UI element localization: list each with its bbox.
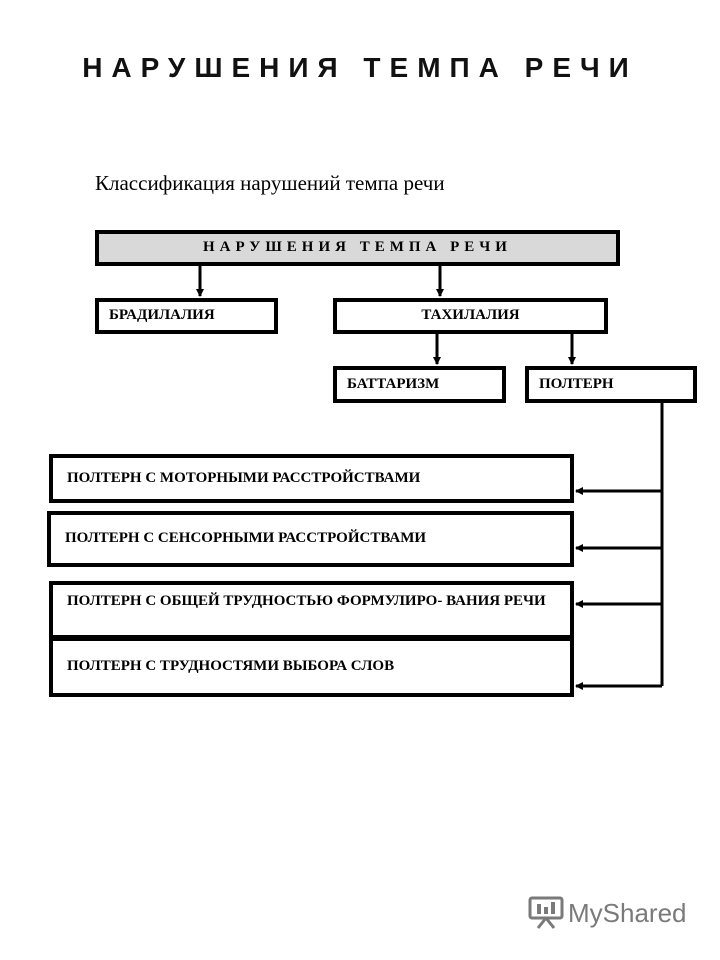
diagram-subtitle: Классификация нарушений темпа речи: [95, 171, 445, 195]
watermark-logo: MyShared: [528, 896, 687, 930]
node-poltern-sensor: ПОЛТЕРН С СЕНСОРНЫМИ РАССТРОЙСТВАМИ: [47, 511, 574, 567]
node-poltern-motor: ПОЛТЕРН С МОТОРНЫМИ РАССТРОЙСТВАМИ: [49, 454, 574, 503]
watermark-text: MyShared: [568, 897, 687, 928]
node-tahilalia: ТАХИЛАЛИЯ: [333, 298, 608, 334]
node-poltern-word-choice: ПОЛТЕРН С ТРУДНОСТЯМИ ВЫБОРА СЛОВ: [49, 637, 574, 697]
presentation-board-icon: [528, 896, 564, 929]
node-speech-tempo-disorders: НАРУШЕНИЯ ТЕМПА РЕЧИ: [95, 230, 620, 266]
node-bradilalia: БРАДИЛАЛИЯ: [95, 298, 278, 334]
page-title: НАРУШЕНИЯ ТЕМПА РЕЧИ: [82, 52, 638, 83]
node-poltern-formulation: ПОЛТЕРН С ОБЩЕЙ ТРУДНОСТЬЮ ФОРМУЛИРО- ВА…: [49, 581, 574, 639]
node-poltern: ПОЛТЕРН: [525, 366, 697, 403]
node-battarizm: БАТТАРИЗМ: [333, 366, 506, 403]
